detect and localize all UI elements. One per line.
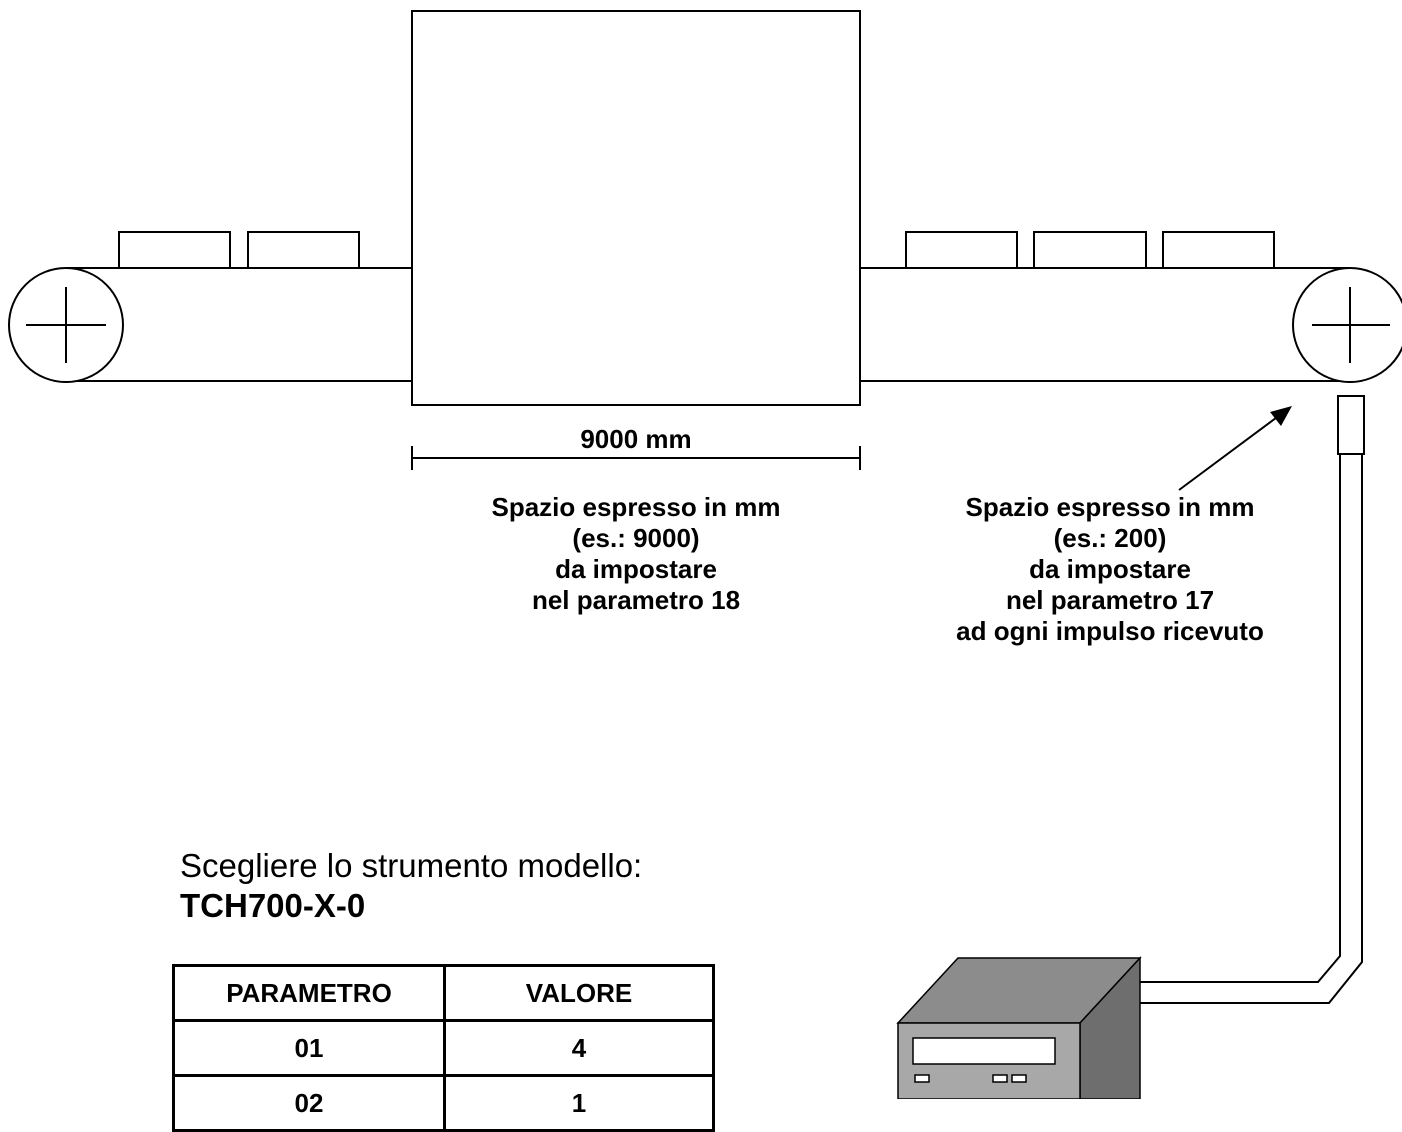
device-display bbox=[912, 1037, 1056, 1065]
cell-parametro: 02 bbox=[172, 1074, 446, 1132]
arrow-head-icon bbox=[1270, 406, 1292, 426]
device-button-2 bbox=[992, 1074, 1008, 1083]
header-valore: VALORE bbox=[443, 964, 715, 1022]
note-left-line-3: da impostare bbox=[555, 554, 717, 584]
parameter-table: PARAMETRO VALORE 01 4 02 1 bbox=[172, 964, 715, 1132]
note-right-line-3: da impostare bbox=[1029, 554, 1191, 584]
cell-valore: 1 bbox=[443, 1074, 715, 1132]
right-package-3 bbox=[1162, 231, 1275, 269]
dimension-line bbox=[411, 446, 861, 470]
model-code: TCH700-X-0 bbox=[180, 887, 366, 924]
left-package-2 bbox=[247, 231, 360, 269]
arrow-shaft bbox=[1178, 411, 1285, 491]
cell-valore: 4 bbox=[443, 1019, 715, 1077]
encoder-sensor bbox=[1337, 395, 1365, 455]
conveyor-diagram bbox=[8, 10, 1402, 1099]
note-right-line-5: ad ogni impulso ricevuto bbox=[956, 616, 1264, 646]
table-row: 02 1 bbox=[172, 1074, 715, 1132]
encoder-cable bbox=[1140, 454, 1363, 1004]
table-header-row: PARAMETRO VALORE bbox=[172, 964, 715, 1022]
cell-parametro: 01 bbox=[172, 1019, 446, 1077]
device-button-1 bbox=[914, 1074, 930, 1083]
header-parametro: PARAMETRO bbox=[172, 964, 446, 1022]
note-parameter-17: Spazio espresso in mm (es.: 200) da impo… bbox=[880, 492, 1340, 647]
note-left-line-1: Spazio espresso in mm bbox=[491, 492, 781, 522]
note-right-line-2: (es.: 200) bbox=[1053, 523, 1167, 553]
cable-inner bbox=[1140, 454, 1341, 983]
right-conveyor bbox=[860, 231, 1402, 383]
cable-outer bbox=[1140, 454, 1363, 1004]
left-conveyor bbox=[8, 231, 412, 383]
left-package-1 bbox=[118, 231, 231, 269]
device-button-3 bbox=[1011, 1074, 1027, 1083]
note-left-line-2: (es.: 9000) bbox=[572, 523, 700, 553]
table-row: 01 4 bbox=[172, 1019, 715, 1077]
dimension-label: 9000 mm bbox=[580, 424, 692, 454]
note-left-line-4: nel parametro 18 bbox=[531, 585, 741, 615]
note-right-line-1: Spazio espresso in mm bbox=[965, 492, 1255, 522]
counter-device bbox=[896, 956, 1142, 1099]
model-intro: Scegliere lo strumento modello: bbox=[180, 847, 643, 884]
model-selection: Scegliere lo strumento modello: TCH700-X… bbox=[180, 846, 642, 926]
machine-box bbox=[411, 10, 861, 406]
note-right-line-4: nel parametro 17 bbox=[1005, 585, 1215, 615]
note-parameter-18: Spazio espresso in mm (es.: 9000) da imp… bbox=[412, 492, 860, 616]
pointer-arrow bbox=[1178, 406, 1292, 491]
right-package-1 bbox=[905, 231, 1018, 269]
right-package-2 bbox=[1033, 231, 1147, 269]
